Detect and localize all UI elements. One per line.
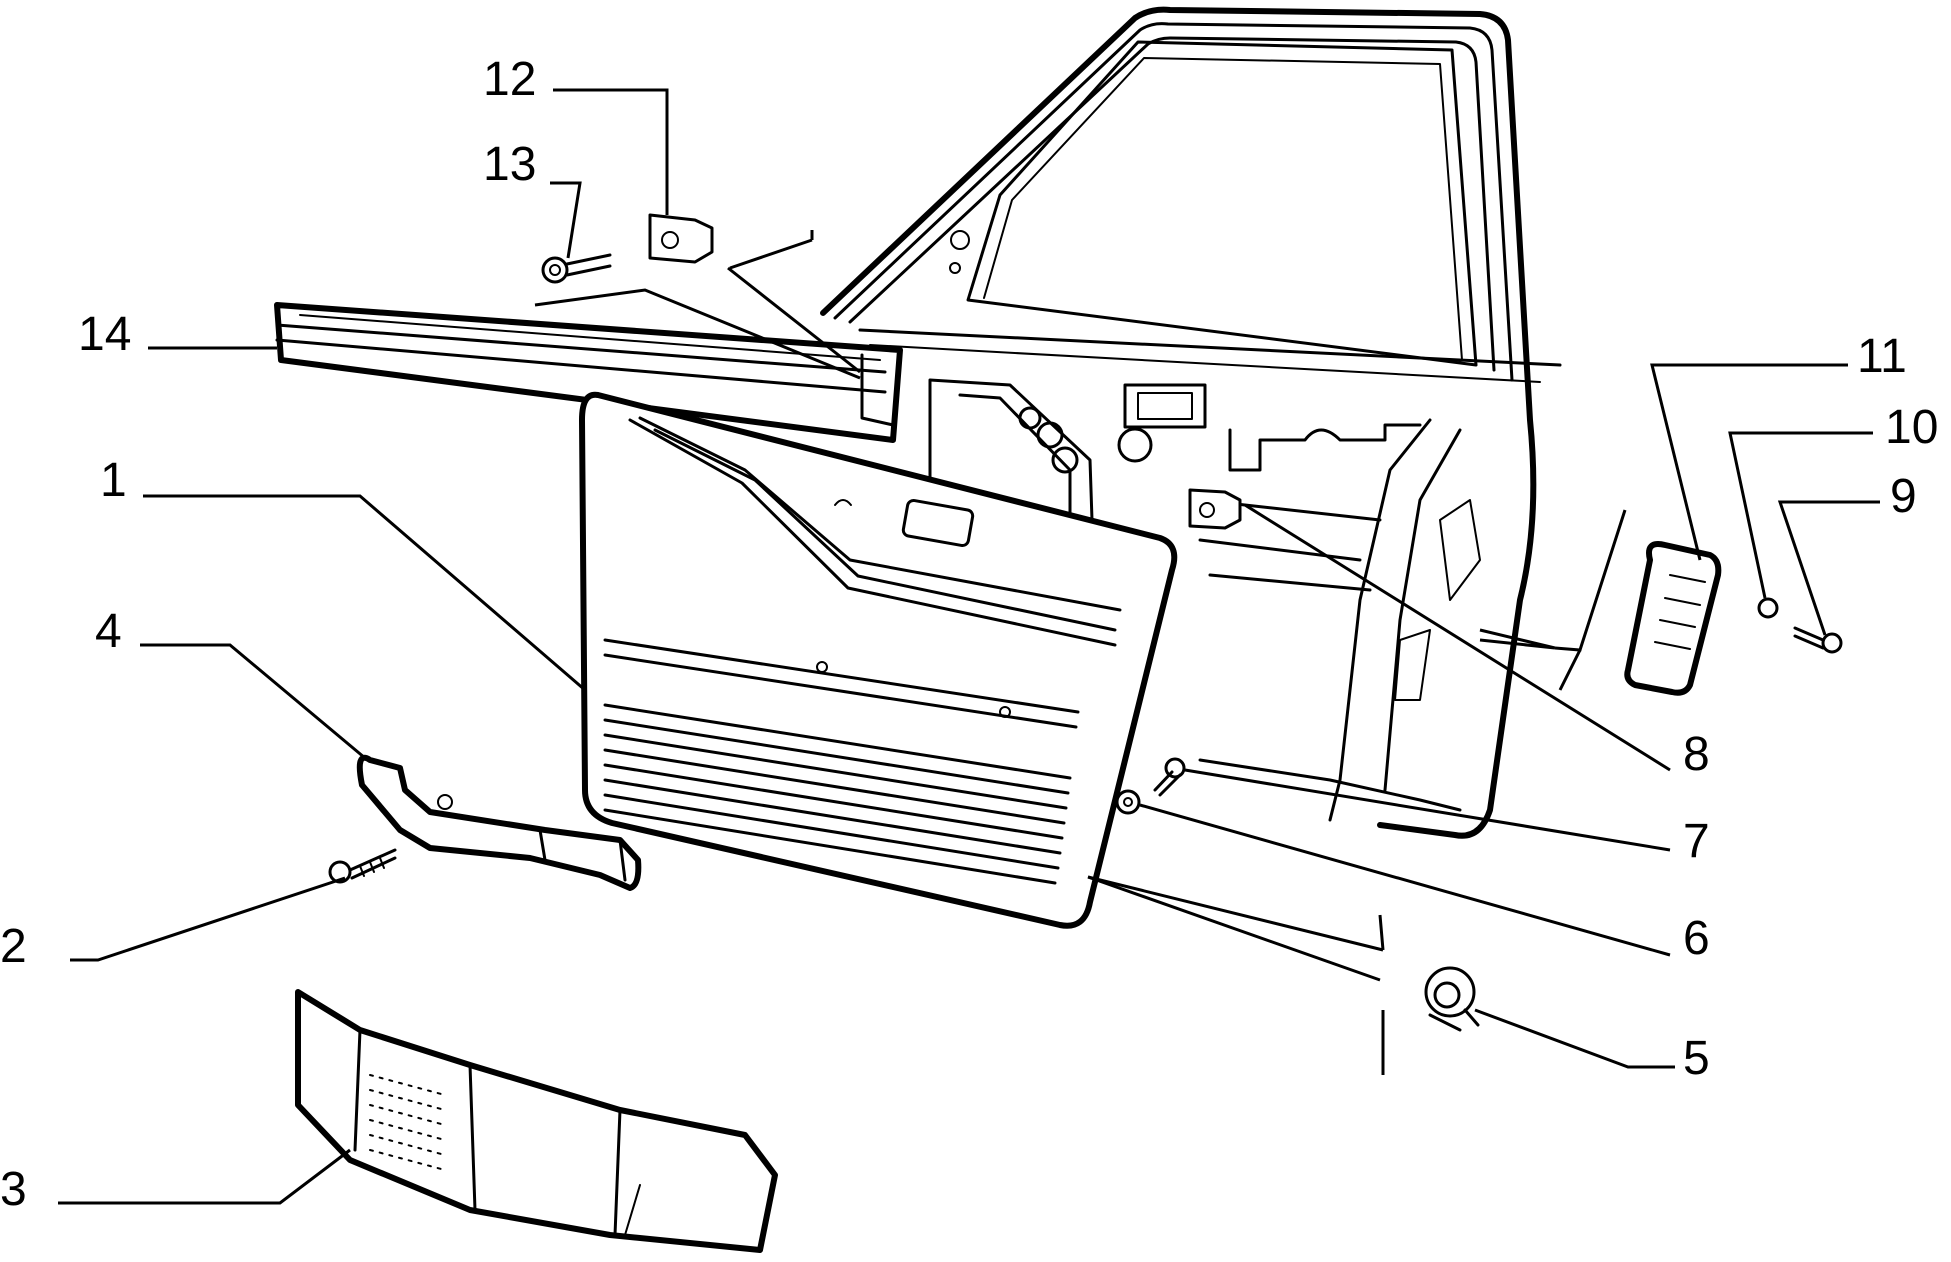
part-10-nut bbox=[1757, 597, 1779, 619]
part-1-door-trim-panel bbox=[579, 391, 1178, 929]
callout-5: 5 bbox=[1683, 1032, 1710, 1085]
callout-numbers: 1 2 3 4 5 6 7 8 9 10 11 12 13 14 bbox=[0, 53, 1938, 1216]
callout-4: 4 bbox=[95, 605, 122, 658]
callout-1: 1 bbox=[100, 454, 127, 507]
part-7-screw bbox=[1153, 757, 1186, 797]
callout-9: 9 bbox=[1890, 470, 1917, 523]
leader-lines bbox=[58, 88, 1880, 1205]
callout-2: 2 bbox=[0, 920, 27, 973]
part-3-lower-pocket-cover bbox=[295, 989, 778, 1253]
part-4-armrest bbox=[356, 754, 642, 891]
part-6-washer bbox=[1115, 789, 1141, 815]
callout-6: 6 bbox=[1683, 912, 1710, 965]
callout-10: 10 bbox=[1885, 401, 1938, 454]
part-9-screw bbox=[1793, 626, 1843, 654]
callout-13: 13 bbox=[483, 138, 536, 191]
callout-3: 3 bbox=[0, 1163, 27, 1216]
part-11-switch-panel bbox=[1624, 541, 1722, 696]
part-5-push-clip bbox=[1424, 966, 1480, 1032]
part-14-window-seal-strip bbox=[274, 302, 903, 443]
callout-7: 7 bbox=[1683, 815, 1710, 868]
part-2-screw bbox=[328, 848, 397, 884]
part-12-clip bbox=[648, 213, 714, 264]
part-13-screw bbox=[541, 253, 612, 284]
callout-14: 14 bbox=[78, 308, 131, 361]
callout-12: 12 bbox=[483, 53, 536, 106]
callout-8: 8 bbox=[1683, 728, 1710, 781]
callout-11: 11 bbox=[1857, 330, 1907, 383]
part-8-clip bbox=[1188, 488, 1242, 530]
